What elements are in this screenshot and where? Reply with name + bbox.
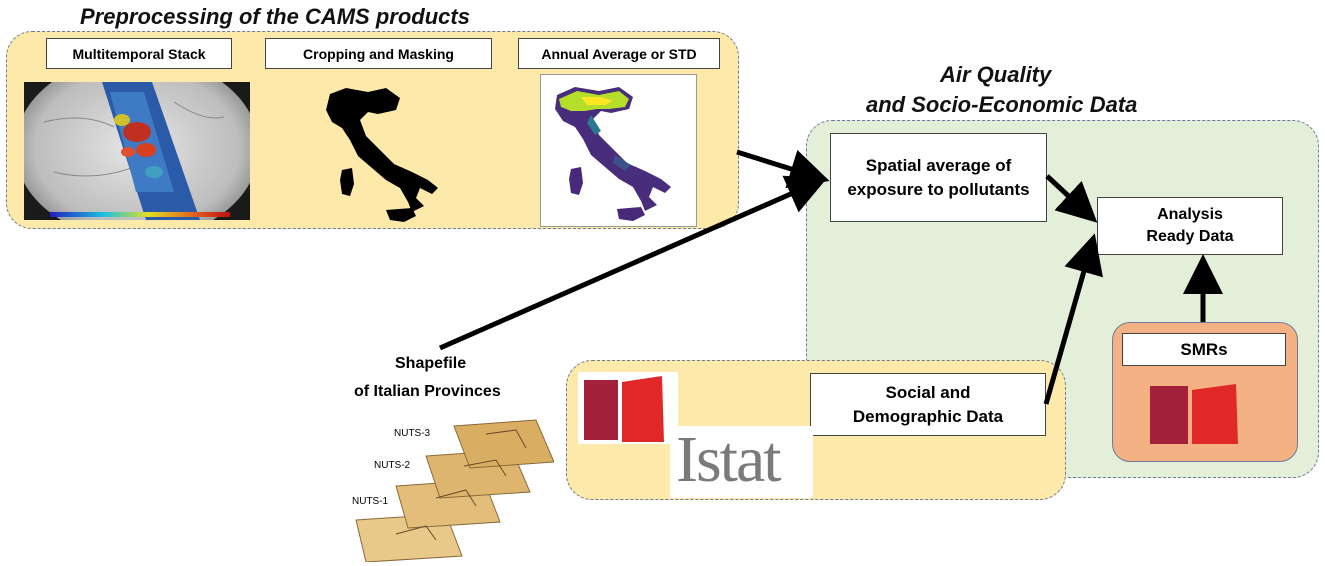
nuts2-label: NUTS-2 xyxy=(374,460,411,471)
annual-average-label: Annual Average or STD xyxy=(518,38,720,69)
shapefile-title: Shapefile xyxy=(395,355,467,372)
socio-economic-title: and Socio-Economic Data xyxy=(866,92,1138,117)
smrs-istat-logo xyxy=(1144,378,1250,446)
shapefile-layers-image: NUTS-3 NUTS-2 NUTS-1 xyxy=(336,410,554,562)
social-demographic-box: Social and Demographic Data xyxy=(810,373,1046,436)
shapefile-subtitle: of Italian Provinces xyxy=(354,383,501,400)
analysis-ready-box: Analysis Ready Data xyxy=(1097,197,1283,255)
istat-logo-text: Istat xyxy=(676,423,782,496)
spatial-average-box: Spatial average of exposure to pollutant… xyxy=(830,133,1047,222)
italy-annual-average-map xyxy=(540,74,697,227)
italy-mask-image xyxy=(316,84,456,226)
smrs-box: SMRs xyxy=(1122,333,1286,366)
istat-logo: Istat xyxy=(578,372,813,498)
cropping-masking-label: Cropping and Masking xyxy=(265,38,492,69)
arrow-spatial-to-analysis xyxy=(1045,174,1098,223)
arrow-shapefile-to-spatial xyxy=(438,175,828,351)
globe-satellite-image xyxy=(24,82,250,220)
nuts1-label: NUTS-1 xyxy=(352,496,389,507)
multitemporal-stack-label: Multitemporal Stack xyxy=(46,38,232,69)
preprocessing-title: Preprocessing of the CAMS products xyxy=(80,4,470,29)
air-quality-title: Air Quality xyxy=(940,62,1052,87)
nuts3-label: NUTS-3 xyxy=(394,428,431,439)
arrow-preprocessing-to-spatial xyxy=(736,149,830,189)
arrow-social-to-analysis xyxy=(1043,233,1103,405)
